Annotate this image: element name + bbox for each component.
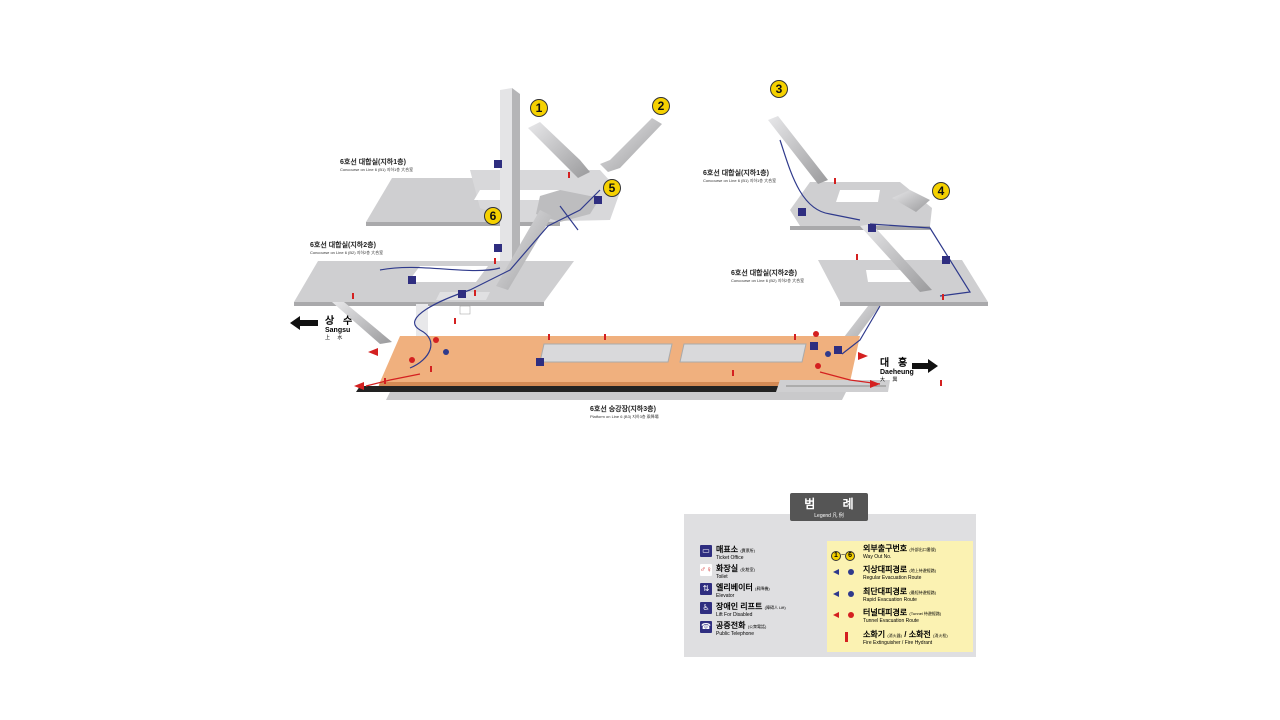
label-concourse-b1-left: 6호선 대합실(지하1층)Concourse on Line 6 (B1) 지하… [340,159,414,172]
lift-icon [942,256,950,264]
telephone-icon [798,208,806,216]
lift-icon: ♿ [700,602,712,614]
legend-item: ♂♀ 화장실 (化粧室)Toilet [700,564,755,580]
runner-icon [815,363,821,369]
elevator-shaft-left [500,88,520,272]
telephone-icon [594,196,602,204]
runner-icon [409,357,415,363]
toilet-icon: ♂♀ [700,564,712,576]
telephone-icon: ☎ [700,621,712,633]
exit-number-4: 4 [932,182,950,200]
ticket-office-icon [458,290,466,298]
platform [356,336,890,400]
legend-title: 범 례 Legend 凡 例 [790,493,868,521]
exit-number-1: 1 [530,99,548,117]
exit-range-icon: 1~6 [831,544,859,561]
legend-item: 최단대피경로 (最短待避經路)Rapid Evacuation Route [831,587,936,603]
legend-item: 지상대피경로 (地上待避經路)Regular Evacuation Route [831,565,936,581]
legend-item: ♿ 장애인 리프트 (障碍人 Lift)Lift For Disabled [700,602,820,621]
direction-sangsu: 상 수 Sangsu 上 水 [325,316,356,341]
facility-icons [408,160,950,369]
label-concourse-b1-right: 6호선 대합실(지하1층)Concourse on Line 6 (B1) 지하… [703,170,777,183]
exit-number-2: 2 [652,97,670,115]
elevator-icon: ⇅ [700,583,712,595]
toilet-icon [459,305,471,315]
exit-number-5: 5 [603,179,621,197]
legend-routes: 1~6 외부출구번호 (外部出口番號)Way Out No. 지상대피경로 (地… [827,541,973,652]
lift-icon [834,346,842,354]
arrow-left-icon [290,316,318,330]
legend-item: ☎ 공중전화 (公衆電話)Public Telephone [700,621,767,637]
telephone-icon [810,342,818,350]
exit-stairs-left [332,118,662,350]
direction-daeheung: 대 흥 Daeheung 大 興 [880,358,914,383]
legend-item: ⇅ 엘리베이터 (昇降機)Elevator [700,583,820,602]
concourse-b2-right [818,260,988,306]
rapid-evacuation-icon [831,587,859,599]
legend-item: 1~6 외부출구번호 (外部出口番號)Way Out No. [831,544,936,561]
runner-icon [433,337,439,343]
elevator-icon [494,160,502,168]
tunnel-evacuation-icon [831,608,859,620]
telephone-icon [536,358,544,366]
label-concourse-b2-left: 6호선 대합실(지하2층)Concourse on Line 6 (B2) 지하… [310,242,384,255]
elevator-icon [494,244,502,252]
arrow-right-icon [912,359,938,373]
exit-stairs-right [768,116,932,352]
fire-extinguisher-icon [831,630,859,642]
ticket-office-icon: ▭ [700,545,712,557]
legend-item: 터널대피경로 (Tunnel 待避經路)Tunnel Evacuation Ro… [831,608,941,624]
concourse-b2-left [294,261,574,306]
runner-icon [825,351,831,357]
runner-icon [443,349,449,355]
regular-evacuation-icon [831,565,859,577]
red-arrows [354,348,880,390]
label-concourse-b2-right: 6호선 대합실(지하2층)Concourse on Line 6 (B2) 지하… [731,270,805,283]
exit-number-6: 6 [484,207,502,225]
legend-facilities: ▭ 매표소 (賣票所)Ticket Office ♂♀ 화장실 (化粧室)Toi… [700,545,820,640]
exit-number-3: 3 [770,80,788,98]
lift-icon [868,224,876,232]
legend-item: 소화기 (消火器) / 소화전 (消火栓) Fire Extinguisher … [831,630,948,646]
evacuation-routes [379,139,972,369]
runner-icon [813,331,819,337]
label-platform: 6호선 승강장(지하3층)Platform on Line 6 (B3) 지하3… [590,406,659,419]
lift-icon [408,276,416,284]
fire-extinguishers [352,172,944,386]
legend-item: ▭ 매표소 (賣票所)Ticket Office [700,545,820,564]
concourse-b1-right [790,182,932,230]
